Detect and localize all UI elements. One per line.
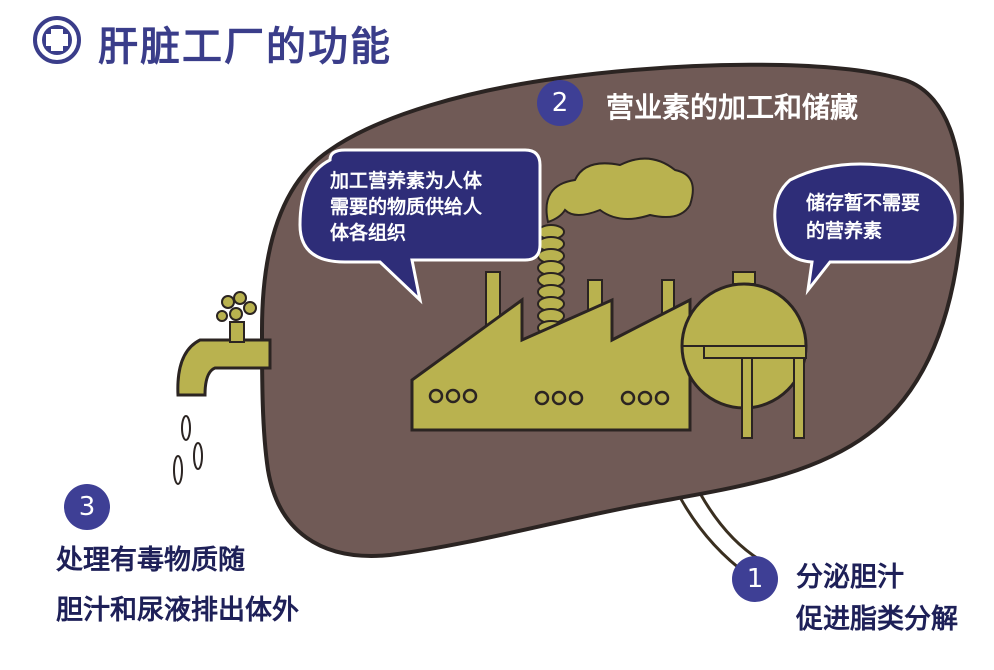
bubble-right-line-1: 储存暂不需要 xyxy=(806,192,921,214)
badge-2: 2 xyxy=(537,80,583,126)
bubble-right-line-2: 的营养素 xyxy=(806,220,883,242)
function-3-line-1: 处理有毒物质随 xyxy=(56,545,245,576)
function-3-line-2: 胆汁和尿液排出体外 xyxy=(56,595,299,626)
function-1-line-2: 促进脂类分解 xyxy=(796,604,958,635)
smoke-cloud-icon xyxy=(545,157,694,224)
badge-1: 1 xyxy=(732,556,778,602)
bubble-left-line-2: 需要的物质供给人 xyxy=(330,196,483,218)
factory-icon xyxy=(410,271,692,432)
medical-plus-icon xyxy=(33,16,81,64)
storage-tank-icon xyxy=(680,271,808,439)
function-2-label: 营业素的加工和储藏 xyxy=(606,91,859,124)
bubble-left xyxy=(298,148,542,305)
badge-3: 3 xyxy=(64,484,110,530)
page-title: 肝脏工厂的功能 xyxy=(98,24,392,70)
bubble-left-line-1: 加工营养素为人体 xyxy=(330,170,483,192)
drips xyxy=(173,415,203,485)
bubble-left-line-3: 体各组织 xyxy=(330,222,407,244)
bubble-right xyxy=(773,162,957,296)
faucet-icon xyxy=(176,291,272,397)
function-1-line-1: 分泌胆汁 xyxy=(796,562,904,593)
